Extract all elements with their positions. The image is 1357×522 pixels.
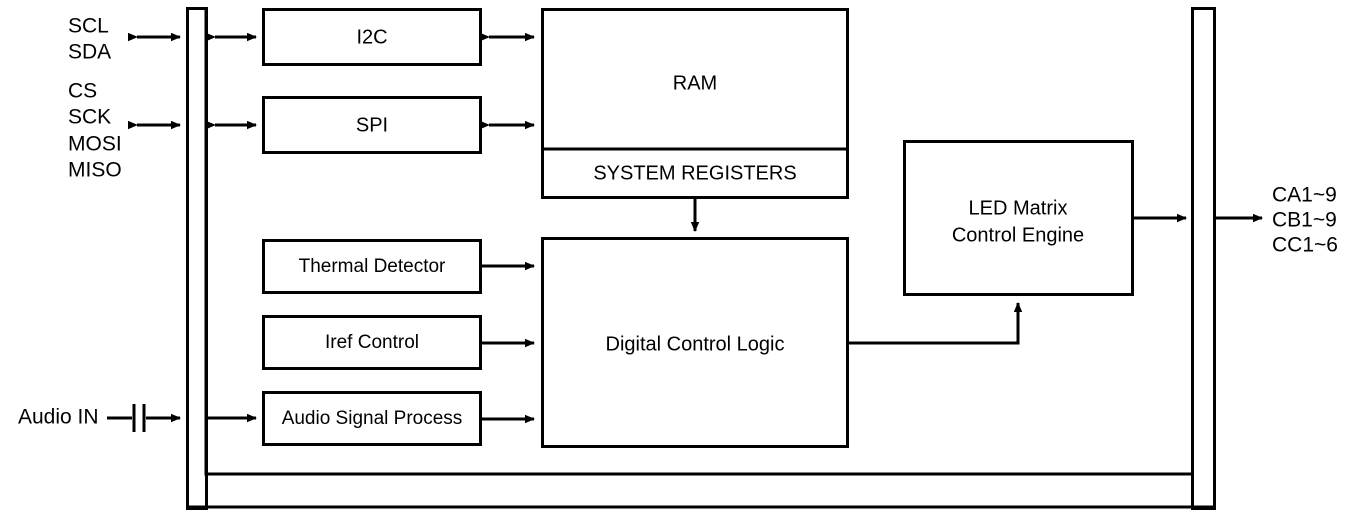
- pin-label-sck: SCK: [68, 106, 111, 129]
- block-digital-control-logic[interactable]: [541, 237, 849, 448]
- block-spi[interactable]: [262, 96, 482, 154]
- pin-label-cb: CB1~9: [1272, 209, 1337, 232]
- pin-label-cs: CS: [68, 80, 97, 103]
- pin-label-cc: CC1~6: [1272, 234, 1338, 257]
- block-ram-label: RAM: [673, 72, 717, 94]
- pin-label-audio-in: Audio IN: [18, 406, 99, 429]
- block-thermal-detector-label: Thermal Detector: [299, 256, 446, 277]
- pin-label-miso: MISO: [68, 159, 122, 182]
- block-audio-signal-process-label: Audio Signal Process: [282, 408, 463, 429]
- right-io-bus-rail: [1191, 7, 1216, 510]
- block-audio-signal-process[interactable]: [262, 391, 482, 446]
- block-i2c[interactable]: [262, 8, 482, 66]
- arrow-digital-control-logic-to-led-matrix: [848, 302, 1023, 345]
- block-spi-label: SPI: [356, 114, 388, 136]
- pin-label-scl: SCL: [68, 15, 109, 38]
- block-i2c-label: I2C: [356, 26, 387, 48]
- block-ram-container[interactable]: [541, 8, 849, 199]
- pin-label-ca: CA1~9: [1272, 184, 1337, 207]
- block-led-matrix-label-line1: LED Matrix: [969, 197, 1068, 219]
- pin-label-mosi: MOSI: [68, 133, 122, 156]
- block-iref-control-label: Iref Control: [325, 332, 419, 353]
- block-led-matrix-control-engine[interactable]: [903, 140, 1134, 296]
- internal-bus-outline: [204, 7, 1193, 476]
- pin-label-sda: SDA: [68, 41, 111, 64]
- block-system-registers-label: SYSTEM REGISTERS: [593, 162, 796, 184]
- block-led-matrix-label-line2: Control Engine: [952, 224, 1084, 246]
- block-iref-control[interactable]: [262, 315, 482, 370]
- left-io-bus-rail: [186, 7, 208, 510]
- block-digital-control-logic-label: Digital Control Logic: [606, 333, 785, 355]
- block-thermal-detector[interactable]: [262, 239, 482, 294]
